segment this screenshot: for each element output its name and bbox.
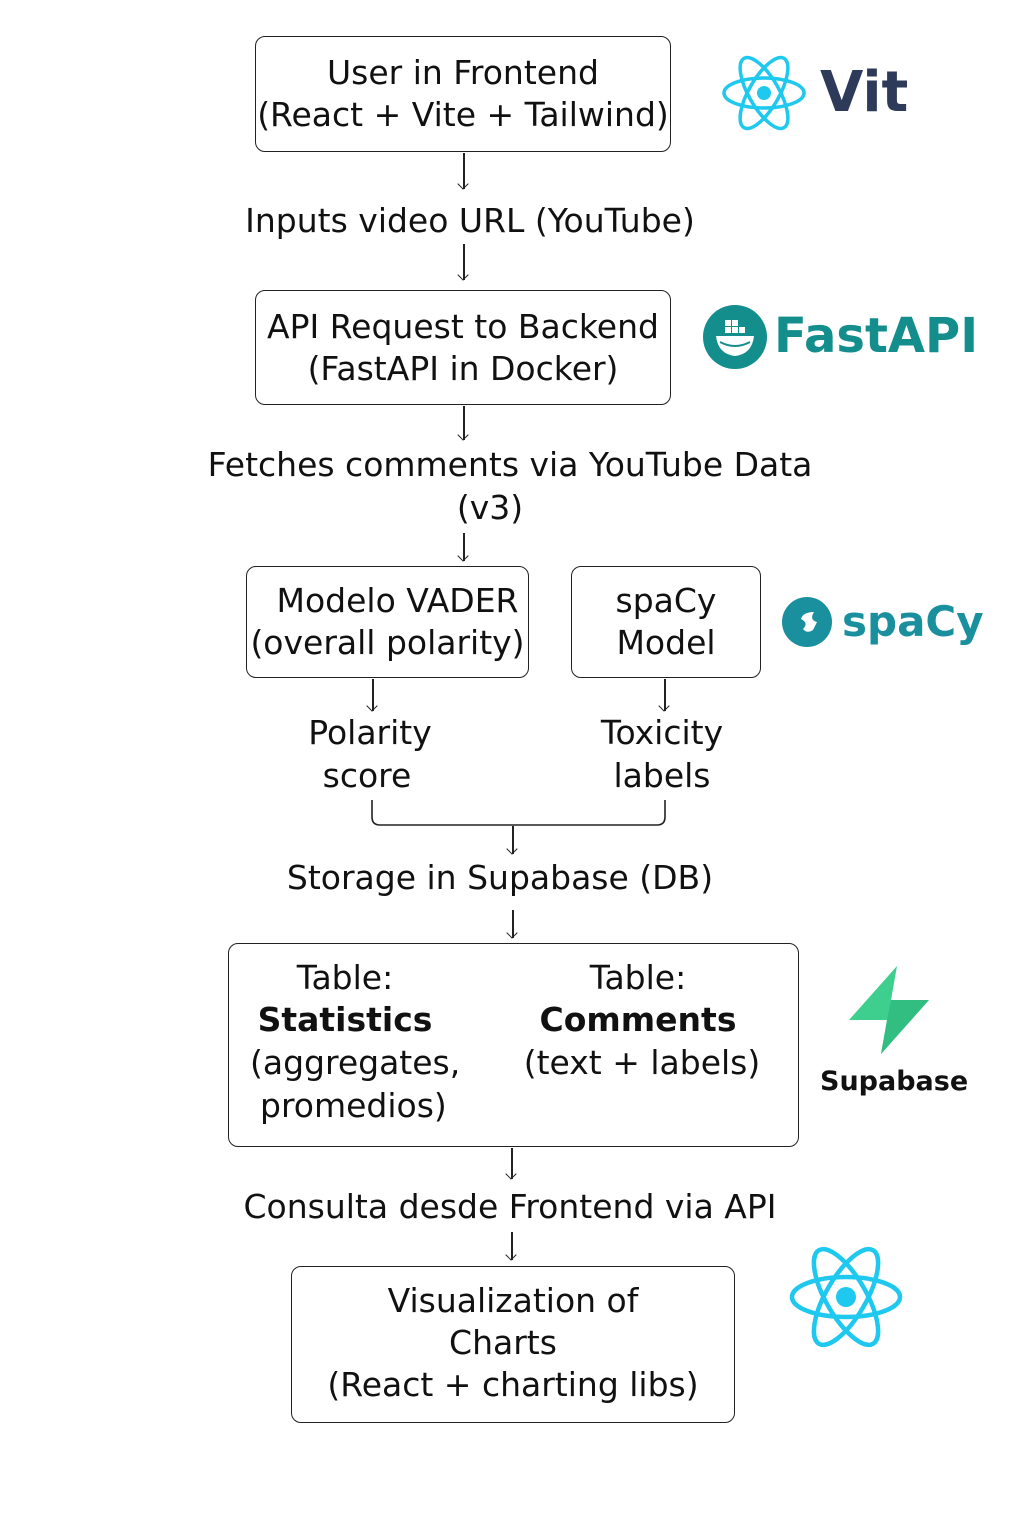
supabase-bolt-icon [849,966,929,1054]
statistics-table-name: Statistics [257,1000,433,1039]
fastapi-logo-text: FastAPI [774,308,979,364]
arrow-down-2 [457,244,470,282]
polarity-output-line2: score [322,756,412,795]
arrow-down-7 [505,1232,518,1262]
arrow-vader-to-polarity [366,679,379,713]
arrow-down-3 [457,406,470,442]
api-request-node [255,290,671,405]
vite-logo-text: Vit [820,60,909,125]
vader-model-subtitle: (overall polarity) [250,623,525,662]
frontend-user-subtitle: (React + Vite + Tailwind) [257,95,669,134]
fastapi-icon [703,305,767,369]
vader-model-title: Modelo VADER [276,581,519,620]
api-request-title: API Request to Backend [267,307,659,346]
input-step-label: Inputs video URL (YouTube) [245,201,695,240]
toxicity-output-line2: labels [613,756,711,795]
frontend-user-node [255,36,671,152]
spacy-model-node [571,566,761,678]
arrow-down-1 [457,153,470,191]
spacy-logo-text: spaCy [842,597,984,646]
fetch-step-label-line1: Fetches comments via YouTube Data [207,445,813,484]
vader-model-node [246,566,529,678]
fetch-step-label-line2: (v3) [456,488,524,527]
storage-step-label: Storage in Supabase (DB) [286,858,714,897]
polarity-output-line1: Polarity [308,713,432,752]
query-step-label: Consulta desde Frontend via API [243,1187,777,1226]
visualization-subtitle: Charts [449,1323,557,1362]
arrow-spacy-to-toxicity [658,679,671,713]
api-request-subtitle: (FastAPI in Docker) [307,349,619,388]
react-atom-icon [789,1246,903,1348]
supabase-tables-node [228,943,799,1147]
visualization-detail: (React + charting libs) [327,1365,699,1404]
arrow-down-4 [457,533,470,563]
spacy-icon [782,597,832,647]
visualization-title: Visualization of [387,1281,639,1320]
toxicity-output-line1: Toxicity [600,713,724,752]
visualization-node [291,1266,735,1423]
spacy-model-title: spaCy [615,581,717,620]
statistics-table-desc1: (aggregates, [250,1043,461,1082]
react-atom-icon [722,55,806,131]
supabase-logo-text: Supabase [820,1066,969,1097]
comments-table-desc: (text + labels) [523,1043,761,1082]
statistics-table-label: Table: [296,958,394,997]
arrow-down-merge [506,826,519,856]
arrow-down-6 [505,1148,518,1181]
statistics-table-desc2: promedios) [260,1086,447,1125]
spacy-model-subtitle: Model [616,623,716,662]
arrow-down-5 [506,910,519,940]
comments-table-name: Comments [539,1000,737,1039]
frontend-user-title: User in Frontend [327,53,599,92]
comments-table-label: Table: [589,958,687,997]
